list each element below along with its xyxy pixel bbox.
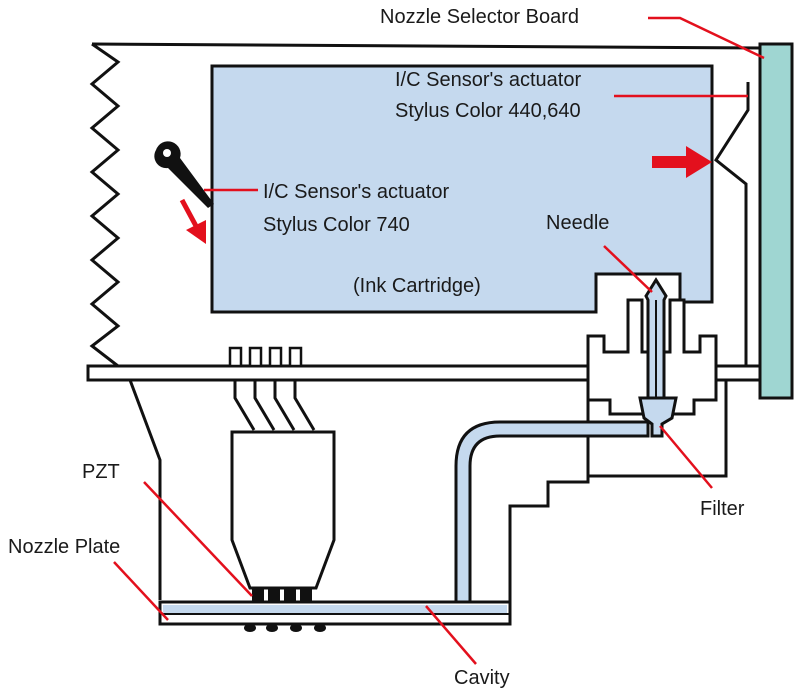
head-housing-outline	[91, 42, 763, 50]
label-sensor-440-line1: I/C Sensor's actuator	[395, 69, 581, 91]
ink-drop	[314, 624, 326, 632]
label-ink-cartridge: (Ink Cartridge)	[353, 275, 481, 297]
flex-wire	[273, 380, 296, 431]
label-sensor-740-line2: Stylus Color 740	[263, 214, 410, 236]
sensor-actuator-440	[714, 82, 750, 378]
label-needle: Needle	[546, 212, 609, 234]
label-filter: Filter	[700, 498, 745, 520]
cavity	[163, 605, 507, 613]
pzt-element	[284, 588, 296, 602]
label-pzt: PZT	[82, 461, 120, 483]
pzt-element	[252, 588, 264, 602]
connector-pin	[248, 346, 263, 368]
motion-arrow-down-icon	[179, 198, 206, 244]
leader-nozzle-selector-board	[648, 16, 765, 60]
ink-drop	[244, 624, 256, 632]
ink-drop	[266, 624, 278, 632]
connector-pin	[288, 346, 303, 368]
label-sensor-440-line2: Stylus Color 440,640	[395, 100, 581, 122]
pzt-element	[300, 588, 312, 602]
label-nozzle-selector-board: Nozzle Selector Board	[380, 6, 579, 28]
filter	[638, 396, 678, 438]
flex-wire	[233, 380, 256, 431]
pzt-element	[268, 588, 280, 602]
pzt-actuator	[230, 430, 336, 590]
leader-needle	[603, 245, 653, 293]
leader-filter	[659, 425, 713, 489]
zigzag-spring	[89, 42, 121, 368]
leader-nozzle-plate	[113, 561, 169, 621]
label-cavity: Cavity	[454, 667, 510, 689]
flex-wire	[253, 380, 276, 431]
label-nozzle-plate: Nozzle Plate	[8, 536, 120, 558]
ink-drop	[290, 624, 302, 632]
head-body-left-wall	[128, 379, 162, 600]
nozzle-selector-board	[758, 42, 794, 400]
leader-cavity	[425, 605, 477, 665]
leader-pzt	[143, 481, 253, 597]
connector-pin	[268, 346, 283, 368]
label-sensor-740-line1: I/C Sensor's actuator	[263, 181, 449, 203]
ink-channel	[454, 420, 650, 606]
ink-cartridge	[210, 64, 714, 314]
connector-pin	[228, 346, 243, 368]
flex-wire	[293, 380, 316, 431]
sensor-actuator-740	[154, 141, 214, 208]
motion-arrow-right-icon	[652, 146, 712, 178]
